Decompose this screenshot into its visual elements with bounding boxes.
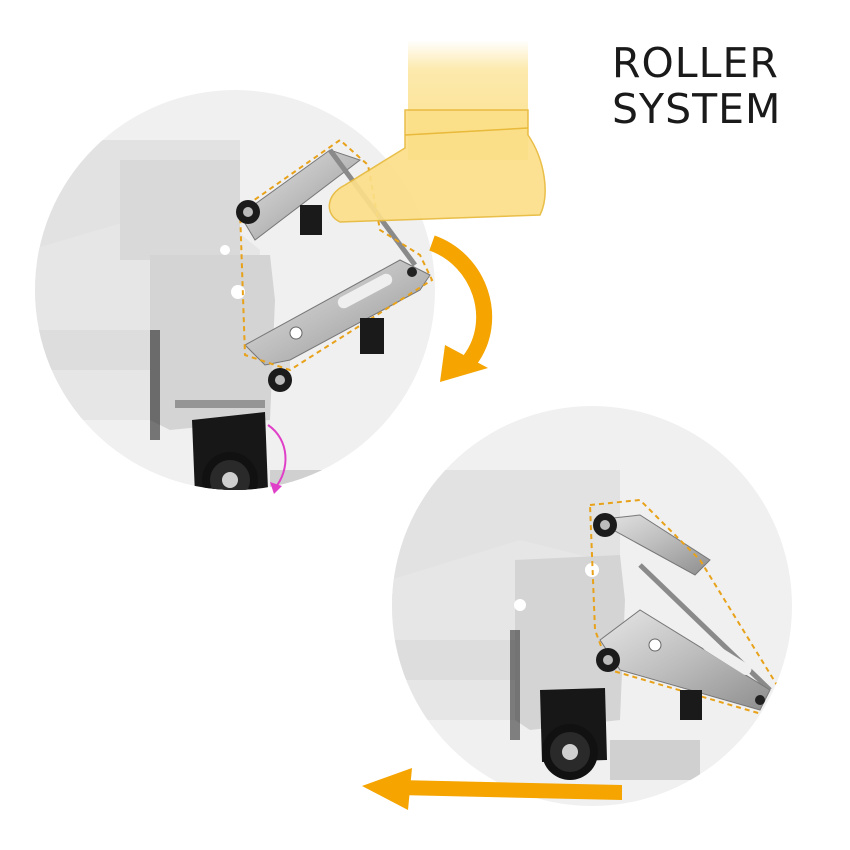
title-line-1: ROLLER xyxy=(612,39,779,87)
curved-arrow-icon xyxy=(428,235,493,382)
foot-illustration xyxy=(328,40,546,223)
arrow-left-icon xyxy=(362,768,622,810)
page-title: ROLLER SYSTEM xyxy=(612,40,822,132)
bottom-detail-circle xyxy=(392,406,792,806)
top-detail-circle xyxy=(35,90,435,490)
title-line-2: SYSTEM xyxy=(612,85,782,133)
rotation-arrow-icon xyxy=(267,424,287,494)
